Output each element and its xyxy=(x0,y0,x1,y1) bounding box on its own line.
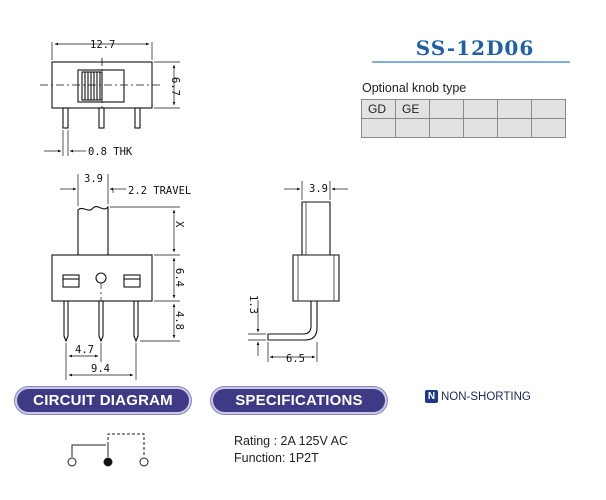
dim-pin-spacing: 4.7 xyxy=(75,344,94,356)
knob-cell-3 xyxy=(429,99,464,119)
side-view-bent-pin xyxy=(267,300,318,341)
knob-type-row-blank xyxy=(361,118,566,138)
front-view-pins xyxy=(63,301,139,343)
knob-type-row: GD GE xyxy=(361,99,566,119)
part-number-title: SS-12D06 xyxy=(415,36,535,60)
spec-function: Function: 1P2T xyxy=(234,451,319,465)
side-view-body xyxy=(292,254,340,302)
dim-top-width: 12.7 xyxy=(90,39,115,51)
circuit-schematic xyxy=(67,433,149,467)
front-view-knob xyxy=(77,205,109,256)
knob-cell-5 xyxy=(497,99,532,119)
specifications-heading: SPECIFICATIONS xyxy=(213,389,385,412)
knob-cell-6 xyxy=(531,99,566,119)
non-shorting-icon: N xyxy=(425,390,438,403)
dim-knob-x: X xyxy=(173,221,185,228)
circuit-terminal-common xyxy=(103,457,113,467)
dim-body-height: 6.4 xyxy=(173,268,185,287)
non-shorting-label: N NON-SHORTING xyxy=(425,390,531,403)
circuit-terminal-left xyxy=(67,457,77,467)
circuit-terminal-right xyxy=(139,457,149,467)
knob-cell-2: GE xyxy=(395,99,430,119)
title-underline xyxy=(372,61,570,63)
top-view-pins xyxy=(62,107,141,129)
knob-cell-1: GD xyxy=(361,99,396,119)
dim-side-bend-height: 1.3 xyxy=(247,295,259,314)
spec-rating: Rating : 2A 125V AC xyxy=(234,434,348,448)
knob-type-caption: Optional knob type xyxy=(362,81,467,95)
dim-travel: 2.2 TRAVEL xyxy=(128,185,191,197)
dim-pin-length: 4.8 xyxy=(173,311,185,330)
side-view xyxy=(248,181,348,362)
knob-cell-4 xyxy=(463,99,498,119)
front-view-window-right xyxy=(123,274,141,288)
circuit-contact-line xyxy=(71,444,106,457)
circuit-diagram-heading: CIRCUIT DIAGRAM xyxy=(17,389,189,412)
dim-knob-width: 3.9 xyxy=(84,173,103,185)
knob-type-table: GD GE xyxy=(361,99,566,138)
circuit-alt-path xyxy=(107,433,145,457)
dim-side-knob-width: 3.9 xyxy=(309,183,328,195)
top-view xyxy=(40,42,180,156)
dim-pin-span: 9.4 xyxy=(91,363,110,375)
front-view-body xyxy=(51,254,153,302)
front-view-window-left xyxy=(62,274,80,288)
dim-thickness: 0.8 THK xyxy=(88,146,133,158)
front-view xyxy=(51,174,180,380)
dim-side-bend-length: 6.5 xyxy=(286,353,305,365)
non-shorting-text: NON-SHORTING xyxy=(441,390,531,403)
top-view-knob-ribs xyxy=(81,71,103,101)
dim-top-height: 6.7 xyxy=(169,77,181,96)
